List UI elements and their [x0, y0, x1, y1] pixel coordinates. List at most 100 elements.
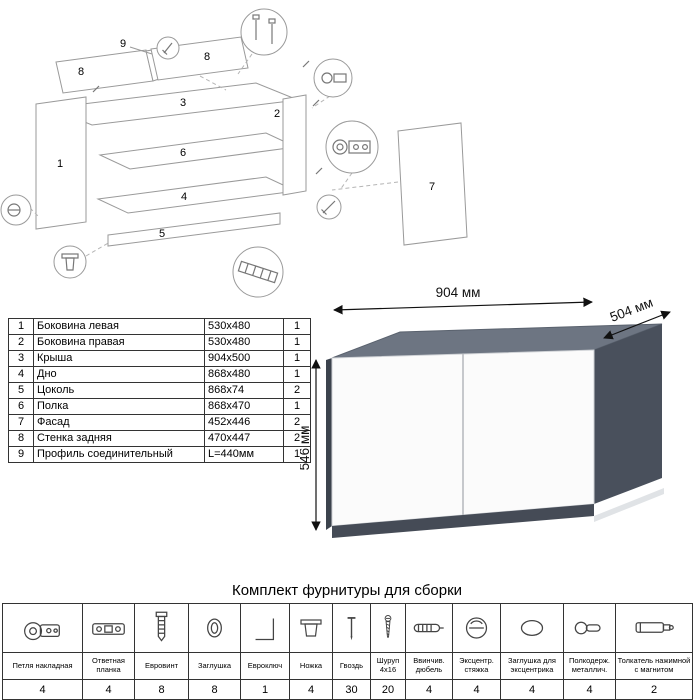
hardware-qty: 8 — [134, 679, 189, 700]
part-size: 904x500 — [204, 350, 284, 367]
part-size: 530x480 — [204, 334, 284, 351]
hardware-label-row: Петля накладная Ответная планка Евровинт… — [2, 652, 693, 680]
hardware-label: Толкатель нажимной с магнитом — [615, 652, 693, 680]
hardware-qty: 4 — [405, 679, 453, 700]
hardware-label: Евроключ — [240, 652, 290, 680]
callout-hinge-large — [325, 120, 379, 174]
hardware-icon-row — [2, 603, 693, 653]
screw-icon — [384, 615, 392, 638]
hardware-kit-title: Комплект фурнитуры для сборки — [231, 582, 463, 599]
part-number: 6 — [8, 398, 34, 415]
part-number: 9 — [8, 446, 34, 463]
hardware-icon-cell — [452, 603, 501, 653]
euroscrew-icon — [155, 611, 168, 642]
nail-icon — [347, 617, 356, 641]
part-label-3: 3 — [180, 97, 186, 109]
dowel-icon — [413, 623, 444, 633]
hinge-icon — [24, 622, 60, 641]
part-qty: 1 — [283, 334, 311, 351]
part-size: 470x447 — [204, 430, 284, 447]
hardware-qty: 4 — [289, 679, 333, 700]
exploded-assembly-diagram: 9 8 8 3 1 6 2 4 5 7 — [0, 8, 468, 298]
part-number: 4 — [8, 366, 34, 383]
part-plinth — [107, 212, 281, 247]
part-size: 530x480 — [204, 318, 284, 335]
screw-glyph — [321, 200, 336, 215]
part-label-2: 2 — [274, 108, 280, 120]
part-number: 3 — [8, 350, 34, 367]
strike-plate-icon — [92, 623, 125, 635]
parts-row: 4 Дно 868x480 1 — [8, 366, 311, 383]
hardware-label: Ввинчив. дюбель — [405, 652, 453, 680]
hardware-qty: 30 — [332, 679, 371, 700]
cap-icon — [207, 618, 222, 638]
cam-glyph — [7, 203, 21, 217]
cabinet-left-edge — [326, 358, 332, 530]
hinge-glyph-large — [332, 139, 371, 155]
part-left-side — [35, 96, 87, 230]
push-latch-icon — [635, 622, 674, 633]
part-back-panel-left — [55, 49, 154, 94]
hardware-label: Заглушка — [188, 652, 241, 680]
fastener-marks — [92, 60, 323, 175]
part-number: 1 — [8, 318, 34, 335]
bolt-glyph — [252, 14, 276, 44]
parts-table: 1 Боковина левая 530x480 1 2 Боковина пр… — [8, 318, 311, 463]
hardware-icon-cell — [82, 603, 135, 653]
part-bottom-panel — [96, 176, 298, 214]
hardware-icon-cell — [2, 603, 83, 653]
part-qty: 2 — [283, 414, 311, 431]
part-name: Боковина правая — [33, 334, 205, 351]
hardware-label: Ножка — [289, 652, 333, 680]
hardware-qty-row: 4 4 8 8 1 4 30 20 4 4 4 4 2 — [2, 679, 693, 700]
parts-row: 7 Фасад 452x446 2 — [8, 414, 311, 431]
part-number: 7 — [8, 414, 34, 431]
part-name: Полка — [33, 398, 205, 415]
hinge-glyph-small — [321, 72, 347, 84]
hardware-icon-cell — [615, 603, 693, 653]
cabinet-right-side — [594, 324, 662, 504]
hardware-qty: 4 — [82, 679, 135, 700]
hardware-icon-cell — [405, 603, 453, 653]
cabinet-plinth — [332, 504, 594, 538]
hardware-label: Эксцентр. стяжка — [452, 652, 501, 680]
hardware-qty: 20 — [370, 679, 406, 700]
hardware-qty: 4 — [452, 679, 501, 700]
part-name: Фасад — [33, 414, 205, 431]
hardware-table: Петля накладная Ответная планка Евровинт… — [2, 603, 693, 700]
part-label-8a: 8 — [78, 66, 84, 78]
part-name: Цоколь — [33, 382, 205, 399]
parts-row: 3 Крыша 904x500 1 — [8, 350, 311, 367]
callout-hinge-small — [313, 58, 353, 98]
part-name: Стенка задняя — [33, 430, 205, 447]
leg-glyph — [61, 253, 79, 271]
label-leader-9 — [129, 46, 153, 55]
hardware-label: Гвоздь — [332, 652, 371, 680]
hardware-label: Ответная планка — [82, 652, 135, 680]
part-right-side — [282, 94, 307, 196]
hardware-icon-cell — [332, 603, 371, 653]
leg-icon — [300, 619, 322, 637]
hardware-icon-cell — [134, 603, 189, 653]
part-facade-door — [397, 122, 468, 246]
part-name: Дно — [33, 366, 205, 383]
profile-glyph — [237, 260, 279, 284]
hardware-icon-cell — [500, 603, 564, 653]
cam-icon — [465, 617, 488, 639]
part-size: 868x74 — [204, 382, 284, 399]
part-label-9: 9 — [120, 38, 126, 50]
hardware-label: Шуруп 4х16 — [370, 652, 406, 680]
callout-screws — [240, 8, 288, 56]
hardware-label: Евровинт — [134, 652, 189, 680]
dimension-lines — [311, 297, 671, 531]
hardware-label: Заглушка для эксцентрика — [500, 652, 564, 680]
callout-profile — [232, 246, 284, 298]
part-label-5: 5 — [159, 228, 165, 240]
part-size: 868x470 — [204, 398, 284, 415]
part-label-8b: 8 — [204, 51, 210, 63]
part-number: 5 — [8, 382, 34, 399]
hardware-icon-cell — [188, 603, 241, 653]
part-name: Боковина левая — [33, 318, 205, 335]
hardware-icon-cell — [370, 603, 406, 653]
part-size: 868x480 — [204, 366, 284, 383]
